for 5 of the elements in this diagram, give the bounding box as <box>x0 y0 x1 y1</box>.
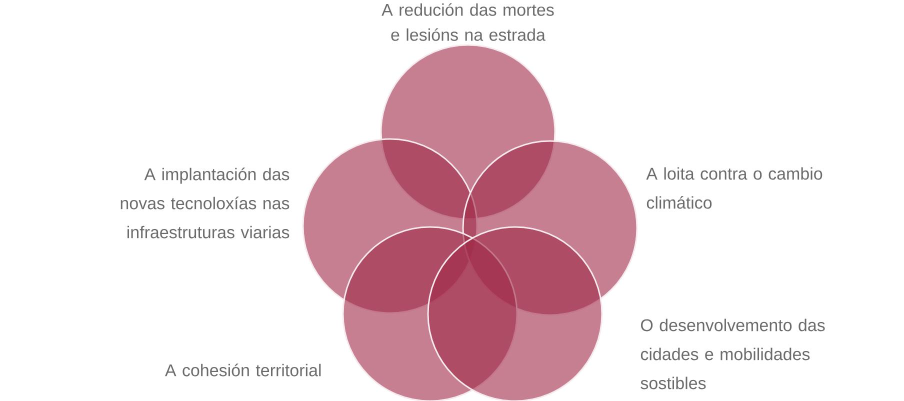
circle-label: A loita contra o cambio climático <box>646 167 822 209</box>
circle-label: A cohesión territorial <box>165 364 321 376</box>
circle-label: A redución das mortes e lesións na estrada <box>382 3 554 41</box>
circle-label: O desenvolvemento das cidades e mobilidades sostibles <box>640 318 825 390</box>
circle-label: A implantación das novas tecnoloxías nas infraestruturas viarias <box>120 168 290 238</box>
